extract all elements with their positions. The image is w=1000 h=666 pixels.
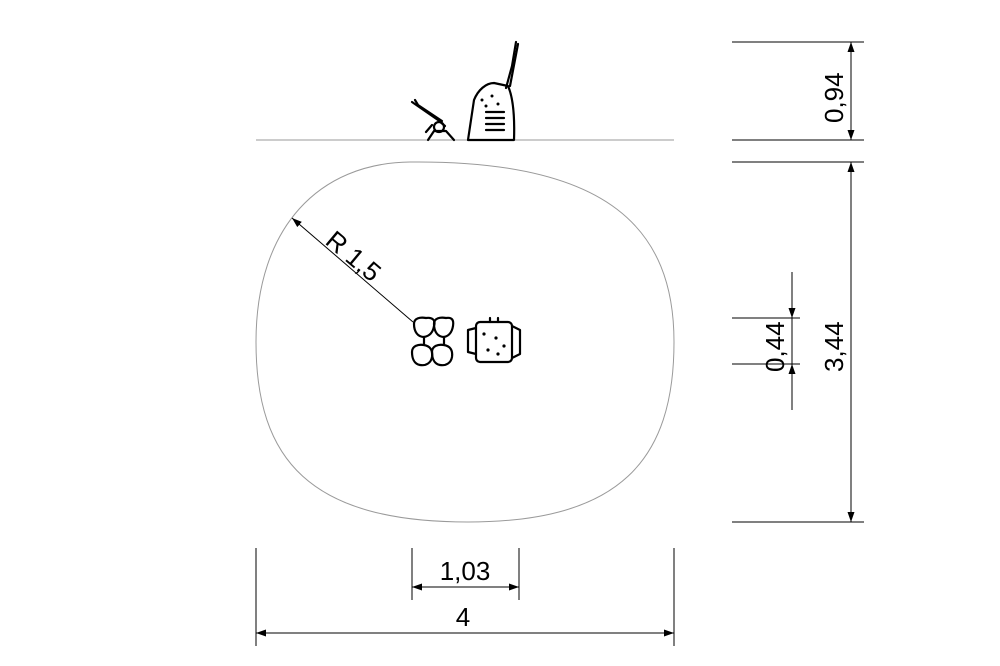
side-figure-seat bbox=[466, 40, 520, 142]
dimension-width-item-label: 1,03 bbox=[440, 556, 491, 586]
plan-figure-pedals bbox=[410, 316, 455, 367]
dimension-depth-item-label: 0,44 bbox=[760, 321, 790, 372]
plan-view: R 1,5 bbox=[255, 161, 675, 523]
plan-figure-seat bbox=[466, 316, 522, 364]
side-figure-left bbox=[410, 98, 456, 142]
dimension-depth-total: 3,44 bbox=[732, 161, 864, 523]
safety-zone-boundary bbox=[255, 161, 675, 523]
dimension-depth-total-label: 3,44 bbox=[819, 321, 849, 372]
dimension-height-label: 0,94 bbox=[819, 72, 849, 123]
radius-leader bbox=[291, 217, 414, 323]
dimension-width-total: 4 bbox=[255, 548, 675, 646]
dimension-depth-item: 0,44 bbox=[732, 272, 800, 410]
dimension-width-item: 1,03 bbox=[411, 548, 520, 600]
dimension-height: 0,94 bbox=[732, 41, 864, 141]
side-elevation-view bbox=[256, 40, 674, 142]
dimension-width-total-label: 4 bbox=[456, 602, 470, 632]
radius-label: R 1,5 bbox=[320, 225, 387, 288]
